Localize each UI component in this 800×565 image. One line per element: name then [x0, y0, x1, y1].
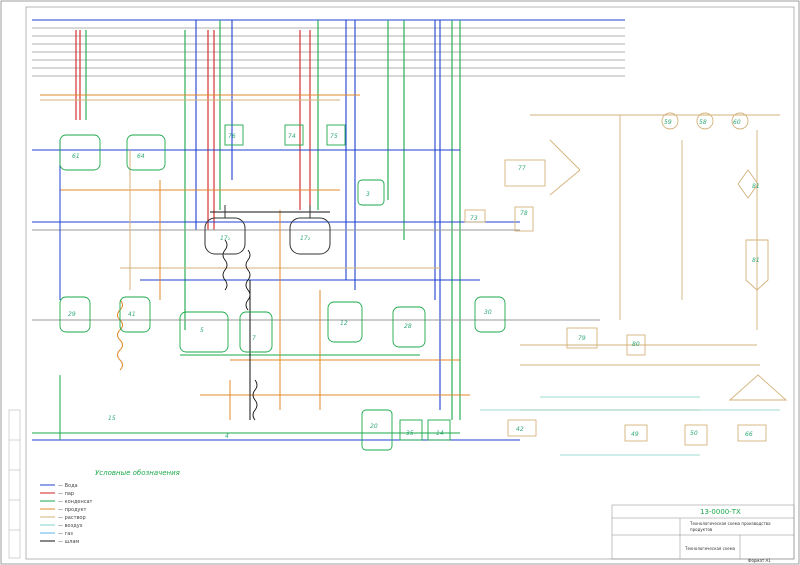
drawing-code: 13-0000-ТХ: [700, 508, 741, 516]
legend-item: — Вода: [58, 483, 78, 489]
reactors: [204, 205, 331, 255]
svg-text:81: 81: [752, 257, 760, 264]
svg-text:77: 77: [518, 165, 526, 172]
svg-text:50: 50: [690, 430, 698, 437]
svg-text:78: 78: [520, 210, 528, 217]
right-subsystem: [464, 114, 788, 446]
svg-text:59: 59: [664, 119, 672, 126]
legend: Условные обозначения — Вода — пар — конд…: [40, 469, 180, 545]
sheet-title: Технологическая схема: [684, 546, 736, 551]
svg-text:79: 79: [578, 335, 586, 342]
svg-text:20: 20: [370, 423, 378, 430]
svg-text:81: 81: [752, 183, 760, 190]
drawing-subtitle-2: продуктов: [690, 527, 713, 532]
svg-text:41: 41: [128, 311, 136, 318]
svg-text:64: 64: [137, 153, 145, 160]
svg-text:42: 42: [516, 426, 524, 433]
title-block: [611, 504, 795, 560]
svg-text:60: 60: [733, 119, 741, 126]
legend-item: — раствор: [58, 515, 86, 521]
fans: [661, 112, 749, 130]
svg-text:74: 74: [288, 133, 296, 140]
svg-text:29: 29: [68, 311, 76, 318]
legend-title: Условные обозначения: [95, 469, 180, 477]
drawing-subtitle: Технологическая схема производства: [689, 521, 771, 526]
svg-text:66: 66: [745, 431, 753, 438]
product-serpentine: [117, 299, 123, 371]
svg-text:75: 75: [330, 133, 338, 140]
svg-text:58: 58: [699, 119, 707, 126]
process-lines: [32, 94, 600, 441]
svg-text:7: 7: [252, 335, 256, 342]
legend-item: — шлам: [58, 539, 79, 545]
svg-text:17₂: 17₂: [300, 235, 311, 242]
left-binding-strip: [8, 409, 21, 559]
sheet-inner-frame: [25, 6, 795, 560]
legend-item: — продукт: [58, 507, 87, 513]
svg-text:12: 12: [340, 320, 348, 327]
air-lines: [480, 396, 780, 456]
svg-text:15: 15: [108, 415, 116, 422]
svg-text:61: 61: [72, 153, 80, 160]
format-note: Формат А1: [748, 558, 771, 563]
svg-text:35: 35: [406, 430, 414, 437]
svg-text:17₁: 17₁: [220, 235, 231, 242]
svg-text:28: 28: [404, 323, 412, 330]
legend-item: — пар: [58, 491, 74, 497]
svg-text:80: 80: [632, 341, 640, 348]
legend-item: — конденсат: [58, 499, 93, 505]
svg-text:3: 3: [366, 191, 370, 198]
header-mains: [32, 19, 625, 77]
svg-text:14: 14: [436, 430, 444, 437]
svg-text:30: 30: [484, 309, 492, 316]
svg-text:76: 76: [228, 133, 236, 140]
legend-item: — воздух: [58, 523, 83, 529]
svg-text:49: 49: [631, 431, 639, 438]
equipment-outlines: [59, 124, 506, 451]
svg-text:5: 5: [200, 327, 204, 334]
svg-text:4: 4: [225, 433, 229, 440]
svg-text:73: 73: [470, 215, 478, 222]
legend-item: — газ: [58, 531, 73, 537]
